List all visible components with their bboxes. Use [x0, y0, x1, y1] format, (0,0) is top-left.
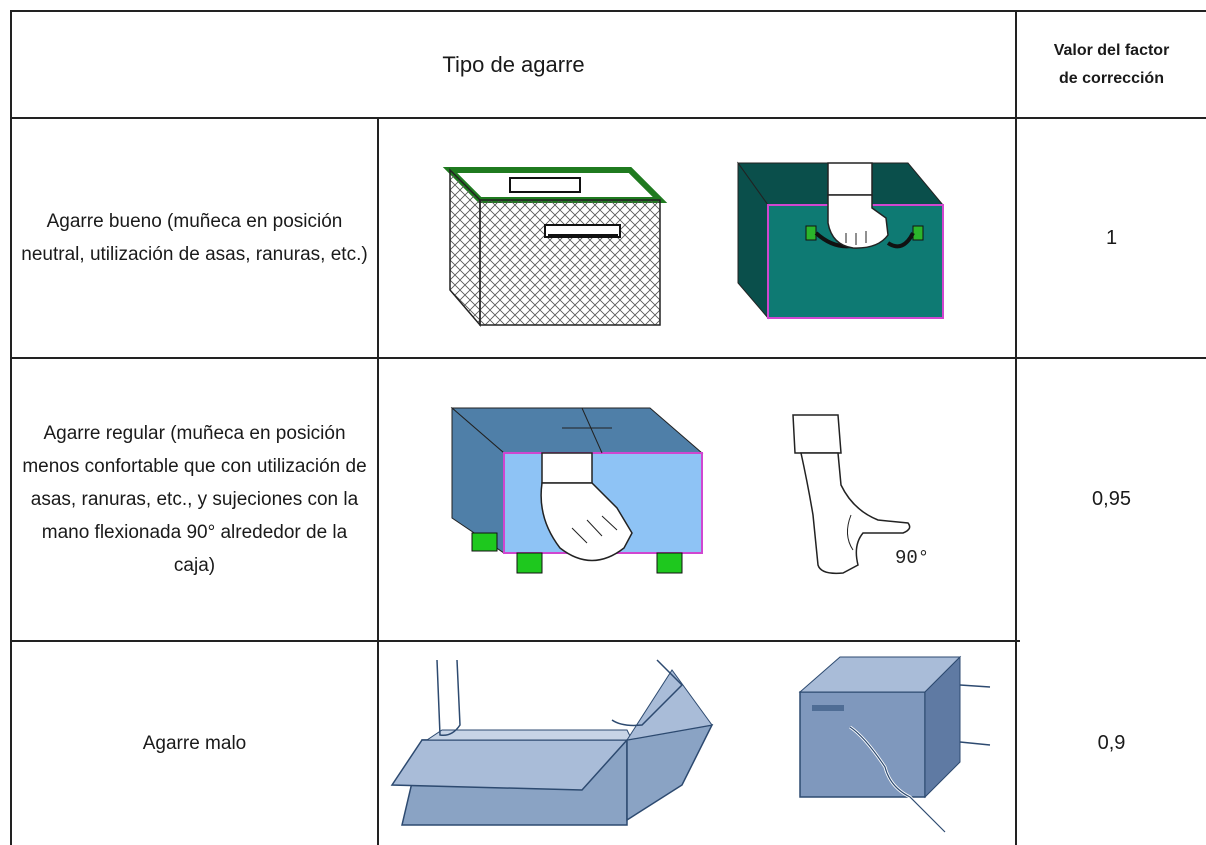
table-border-left: [10, 10, 12, 845]
regular-grip-factor: 0,95: [1092, 488, 1131, 510]
row-good-grip-value: 1: [1017, 119, 1206, 357]
column-divider-description: [377, 117, 379, 845]
header-grip-type: Tipo de agarre: [12, 12, 1015, 117]
box-held-two-hands-illustration: [798, 655, 991, 834]
row-regular-grip-description: Agarre regular (muñeca en posición menos…: [12, 359, 377, 640]
good-grip-text: Agarre bueno (muñeca en posición neutral…: [21, 211, 368, 265]
bad-grip-text: Agarre malo: [142, 733, 247, 754]
header-factor-line2: de corrección: [1059, 69, 1164, 87]
header-grip-type-label: Tipo de agarre: [442, 51, 585, 77]
row-bad-grip-value: 0,9: [1017, 642, 1206, 845]
good-grip-factor: 1: [1105, 226, 1118, 249]
row-divider-1: [10, 117, 1206, 119]
regular-grip-text: Agarre regular (muñeca en posición menos…: [22, 423, 367, 576]
open-box-two-hands-illustration: [390, 659, 714, 826]
column-divider-factor: [1015, 10, 1017, 845]
blue-box-hand-under-illustration: [450, 406, 704, 574]
bad-grip-factor: 0,9: [1097, 732, 1126, 754]
flexed-hand-90-degree-illustration: 90°: [792, 414, 929, 575]
header-factor-line1: Valor del factor: [1053, 41, 1170, 59]
ninety-degree-label: 90°: [895, 547, 929, 569]
row-bad-grip-description: Agarre malo: [12, 642, 377, 845]
row-divider-3: [10, 640, 1020, 642]
row-regular-grip-value: 0,95: [1017, 359, 1206, 640]
lattice-box-with-handles-illustration: [442, 167, 668, 328]
table-border-top: [10, 10, 1206, 12]
row-good-grip-description: Agarre bueno (muñeca en posición neutral…: [12, 119, 377, 357]
teal-box-hand-handle-illustration: [737, 161, 945, 320]
row-divider-2: [10, 357, 1206, 359]
header-correction-factor: Valor del factor de corrección: [1017, 12, 1206, 117]
